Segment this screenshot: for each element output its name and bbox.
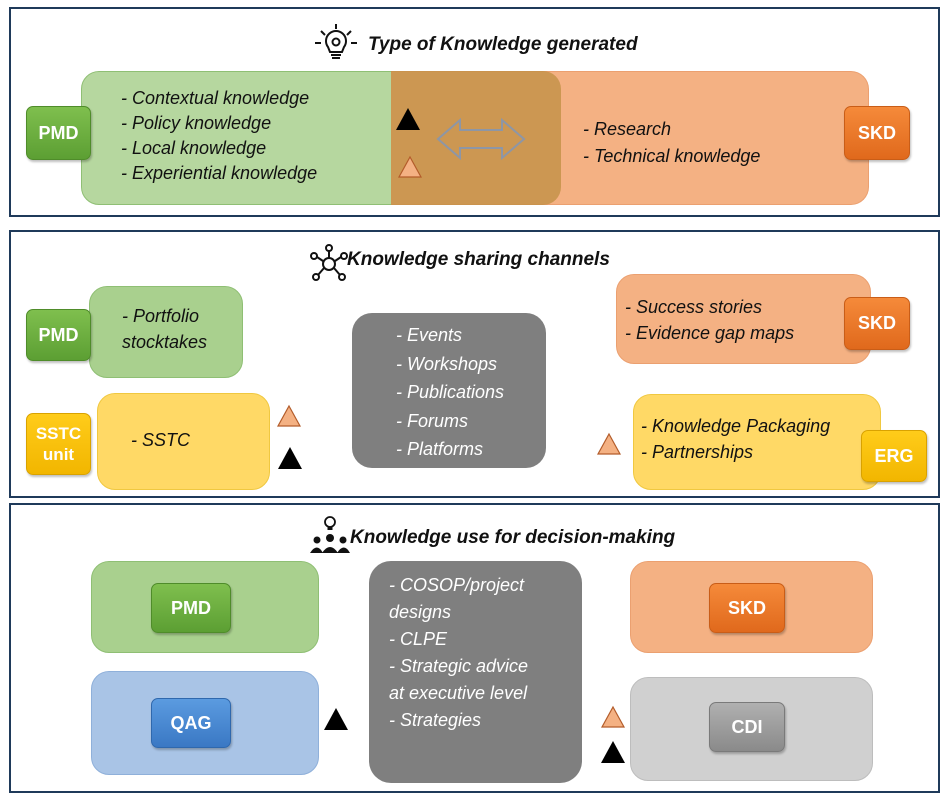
list-item: stocktakes [122, 332, 208, 352]
list-item: - Technical knowledge [583, 146, 761, 166]
triangle-icon [324, 708, 348, 730]
list-item: - Forums [396, 410, 468, 431]
sstc-box [97, 393, 270, 490]
double-arrow-icon [436, 117, 526, 161]
skd-tag: SKD [844, 297, 910, 350]
pmd-sharing-box [89, 286, 243, 378]
list-item: - COSOP/project [389, 575, 525, 595]
erg-list: - Knowledge Packaging - Partnerships [641, 413, 830, 465]
section-sharing-channels: Knowledge sharing channels - Portfolio s… [9, 230, 940, 498]
triangle-icon [396, 108, 420, 130]
triangle-icon [601, 741, 625, 763]
list-item: - Events [396, 325, 463, 345]
cdi-tag: CDI [709, 702, 785, 752]
skd-sharing-box [616, 274, 871, 364]
network-icon [310, 244, 348, 281]
triangle-icon [596, 432, 622, 455]
list-item: - Portfolio [122, 306, 200, 326]
sstc-list: - SSTC [131, 427, 190, 453]
triangle-icon [278, 447, 302, 469]
triangle-icon [276, 404, 302, 427]
list-item: - Platforms [396, 439, 484, 459]
list-item: - Research [583, 119, 672, 139]
erg-tag: ERG [861, 430, 927, 482]
skd-tag: SKD [709, 583, 785, 633]
skd-tag: SKD [844, 106, 910, 160]
decision-uses-list: - COSOP/project designs - CLPE - Strateg… [389, 572, 528, 734]
list-item: - Knowledge Packaging [641, 416, 831, 436]
channels-box [352, 313, 546, 468]
lightbulb-gear-icon [315, 24, 357, 59]
overlap-area [391, 71, 561, 205]
section-knowledge-generated: Type of Knowledge generated - Contextual… [9, 7, 940, 217]
qag-tag: QAG [151, 698, 231, 748]
section-decision-making: Knowledge use for decision-making PMD QA… [9, 503, 940, 793]
list-item: - Experiential knowledge [121, 163, 318, 183]
list-item: - Strategies [389, 710, 482, 730]
triangle-icon [397, 155, 423, 178]
sstc-tag-line1: SSTC [35, 424, 82, 443]
list-item: - Policy knowledge [121, 113, 272, 133]
list-item: - CLPE [389, 629, 448, 649]
team-idea-icon [310, 516, 350, 553]
list-item: - Publications [396, 382, 505, 402]
triangle-icon [600, 705, 626, 728]
list-item: - SSTC [131, 430, 191, 450]
pmd-knowledge-list: - Contextual knowledge - Policy knowledg… [121, 86, 317, 186]
sstc-tag-line2: unit [42, 445, 75, 464]
channels-list: - Events - Workshops - Publications - Fo… [396, 321, 504, 464]
list-item: at executive level [389, 683, 528, 703]
section2-heading: Knowledge sharing channels [347, 249, 610, 270]
list-item: - Contextual knowledge [121, 88, 310, 108]
list-item: - Local knowledge [121, 138, 267, 158]
pmd-tag: PMD [26, 106, 91, 160]
list-item: - Partnerships [641, 442, 754, 462]
list-item: - Workshops [396, 353, 498, 374]
list-item: - Strategic advice [389, 656, 529, 676]
erg-box [633, 394, 881, 490]
pmd-tag: PMD [26, 309, 91, 361]
list-item: designs [389, 602, 452, 622]
pmd-tag: PMD [151, 583, 231, 633]
decision-uses-box [369, 561, 582, 783]
pmd-sharing-list: - Portfolio stocktakes [122, 303, 207, 355]
section3-heading: Knowledge use for decision-making [350, 527, 676, 548]
list-item: - Evidence gap maps [625, 323, 795, 343]
skd-knowledge-list: - Research - Technical knowledge [583, 116, 760, 170]
sstc-unit-tag: SSTC unit [26, 413, 91, 475]
list-item: - Success stories [625, 297, 763, 317]
section1-heading: Type of Knowledge generated [368, 34, 638, 55]
skd-sharing-list: - Success stories - Evidence gap maps [625, 294, 794, 346]
